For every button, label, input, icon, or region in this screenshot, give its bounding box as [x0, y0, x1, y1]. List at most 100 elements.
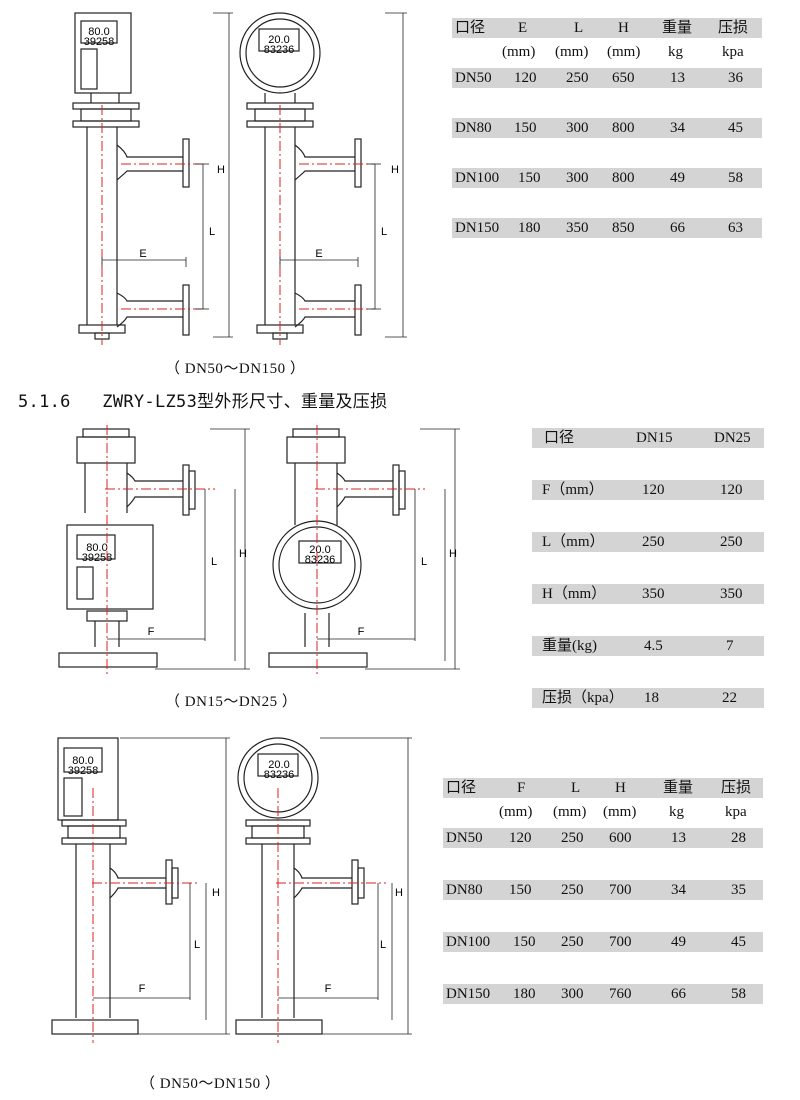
- caption-fig3: （ DN50～DN150 ）: [140, 1076, 281, 1092]
- square-display-bottom: 39258: [82, 552, 113, 564]
- table-cell: 350: [642, 586, 665, 602]
- unit-cell: (mm): [607, 44, 641, 60]
- table-cell: 250: [561, 830, 584, 846]
- table-cell: 150: [509, 882, 532, 898]
- header-cell: E: [518, 20, 528, 36]
- dim-e-right: E: [315, 248, 322, 260]
- dim-h-right: H: [449, 548, 457, 560]
- dim-f-right: F: [325, 983, 332, 995]
- table-cell: 120: [642, 482, 665, 498]
- unit-cell: (mm): [553, 804, 587, 820]
- table-cell: DN50: [446, 830, 483, 846]
- table-cell: 350: [566, 220, 589, 236]
- header-cell: 压损: [721, 780, 752, 796]
- dim-h-left: H: [239, 548, 247, 560]
- table-cell: 45: [728, 120, 743, 136]
- header-cell: H: [618, 20, 629, 36]
- table-cell: 34: [670, 120, 685, 136]
- table-cell: 300: [566, 120, 589, 136]
- section-title-text: ZWRY-LZ53型外形尺寸、重量及压损: [102, 392, 388, 412]
- header-cell: 口径: [544, 430, 575, 446]
- table-cell: 58: [731, 986, 746, 1002]
- table-cell: DN80: [446, 882, 483, 898]
- unit-cell: (mm): [502, 44, 536, 60]
- dim-l-right: L: [380, 939, 386, 951]
- header-cell: L: [571, 780, 581, 796]
- round-display-top: 20.0: [268, 34, 289, 46]
- dim-f-left: F: [139, 983, 146, 995]
- table-cell: 49: [670, 170, 685, 186]
- unit-cell: kpa: [722, 44, 744, 60]
- table-cell: 250: [561, 934, 584, 950]
- header-cell: DN15: [636, 430, 673, 446]
- table-dn50-dn150-e: 口径 E L H 重量 压损 (mm) (mm) (mm) kg kpa DN5…: [452, 18, 762, 238]
- unit-cell: kg: [669, 804, 684, 820]
- table-cell: L（mm）: [542, 534, 605, 550]
- header-cell: L: [574, 20, 584, 36]
- round-display-bottom: 83236: [305, 554, 336, 566]
- table-header-row: 口径 DN15 DN25: [532, 428, 764, 448]
- table-cell: 150: [518, 170, 541, 186]
- section-number: 5.1.6: [18, 392, 71, 412]
- table-cell: 800: [612, 170, 635, 186]
- table-cell: 7: [726, 638, 734, 654]
- table-cell: 800: [612, 120, 635, 136]
- table-dn15-dn25: 口径 DN15 DN25 F（mm） 120 120 L（mm） 250 250…: [532, 428, 764, 718]
- table-cell: 250: [720, 534, 743, 550]
- table-cell: 300: [566, 170, 589, 186]
- header-cell: 压损: [718, 20, 749, 36]
- figure-dn15-dn25: 80.0 39258 F L H 20.0 83236: [55, 425, 475, 685]
- table-cell: 4.5: [644, 638, 663, 654]
- table-cell: 22: [722, 690, 737, 706]
- table-cell: 650: [612, 70, 635, 86]
- table-cell: 150: [514, 120, 537, 136]
- table-row: DN150 180 350 850 66 63: [452, 218, 762, 238]
- dim-h-left: H: [212, 887, 220, 899]
- table-cell: 18: [644, 690, 659, 706]
- table-cell: 58: [728, 170, 743, 186]
- unit-cell: (mm): [603, 804, 637, 820]
- table-cell: 250: [566, 70, 589, 86]
- square-display-top: 80.0: [72, 755, 93, 767]
- unit-cell: kg: [668, 44, 683, 60]
- table-cell: 180: [513, 986, 536, 1002]
- table-cell: 250: [642, 534, 665, 550]
- table-cell: 36: [728, 70, 743, 86]
- table-row: DN50 120 250 600 13 28: [443, 828, 763, 848]
- table-header-row: 口径 F L H 重量 压损: [443, 778, 763, 798]
- table-cell: DN100: [446, 934, 491, 950]
- dim-f-left: F: [148, 626, 155, 638]
- caption-fig2: （ DN15～DN25 ）: [165, 694, 298, 710]
- table-cell: 350: [720, 586, 743, 602]
- table-units-row: (mm) (mm) (mm) kg kpa: [443, 802, 763, 822]
- table-cell: 49: [671, 934, 686, 950]
- dim-e-left: E: [139, 248, 146, 260]
- unit-cell: (mm): [555, 44, 589, 60]
- table-cell: 180: [518, 220, 541, 236]
- table-row: DN100 150 300 800 49 58: [452, 168, 762, 188]
- table-cell: DN100: [455, 170, 500, 186]
- table-header-row: 口径 E L H 重量 压损: [452, 18, 762, 38]
- square-display-bottom: 39258: [68, 765, 99, 777]
- unit-cell: (mm): [499, 804, 533, 820]
- table-cell: H（mm）: [542, 586, 607, 602]
- table-cell: DN80: [455, 120, 492, 136]
- caption-fig1: （ DN50～DN150 ）: [165, 361, 306, 377]
- table-row: L（mm） 250 250: [532, 532, 764, 552]
- table-cell: 34: [671, 882, 686, 898]
- table-row: DN50 120 250 650 13 36: [452, 68, 762, 88]
- table-row: 压损（kpa） 18 22: [532, 688, 764, 708]
- table-cell: 重量(kg): [542, 638, 597, 654]
- square-display-top: 80.0: [88, 26, 109, 38]
- table-cell: 45: [731, 934, 746, 950]
- table-cell: 66: [671, 986, 686, 1002]
- table-dn50-dn150-f: 口径 F L H 重量 压损 (mm) (mm) (mm) kg kpa DN5…: [443, 778, 763, 1008]
- table-cell: 120: [514, 70, 537, 86]
- table-cell: 760: [609, 986, 632, 1002]
- header-cell: DN25: [714, 430, 751, 446]
- table-row: DN150 180 300 760 66 58: [443, 984, 763, 1004]
- dim-l-right: L: [421, 556, 427, 568]
- table-row: DN100 150 250 700 49 45: [443, 932, 763, 952]
- header-cell: 口径: [455, 20, 486, 36]
- table-cell: 850: [612, 220, 635, 236]
